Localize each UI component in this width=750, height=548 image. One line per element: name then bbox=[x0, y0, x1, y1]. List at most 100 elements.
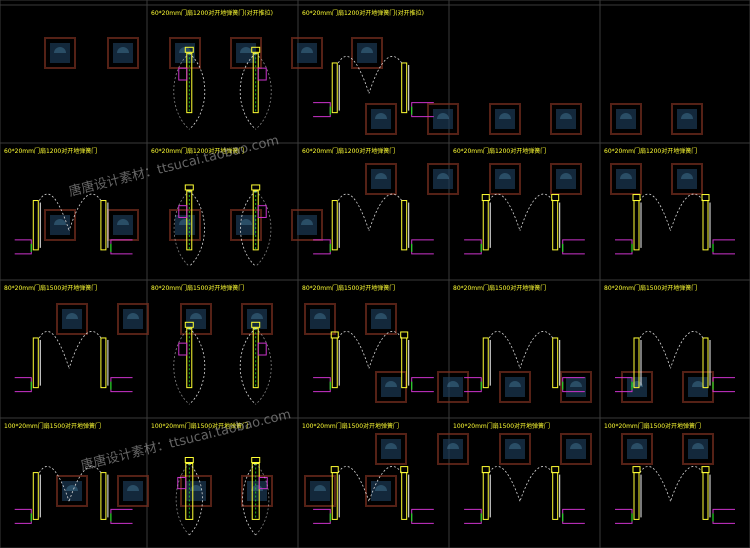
door-detail-panel bbox=[464, 193, 585, 255]
logo-stamp bbox=[291, 209, 323, 241]
stamp-mark bbox=[447, 443, 459, 449]
hardware-block bbox=[257, 342, 267, 356]
panel-caption: 80*20mm门扇1500对开地弹簧门 bbox=[302, 284, 395, 292]
top-fixture bbox=[251, 321, 261, 328]
stamp-mark bbox=[117, 47, 129, 53]
swing-arc bbox=[173, 52, 190, 130]
logo-stamp bbox=[365, 103, 397, 135]
swing-arc bbox=[368, 56, 403, 94]
door-leaf bbox=[401, 62, 408, 114]
door-drawings bbox=[14, 46, 735, 536]
top-fixture bbox=[701, 194, 710, 202]
top-fixture bbox=[251, 46, 261, 53]
logo-stamp bbox=[437, 433, 469, 465]
stamp-mark bbox=[570, 381, 582, 387]
swing-arc bbox=[639, 466, 671, 502]
hardware-block bbox=[258, 476, 268, 490]
door-leaf bbox=[100, 337, 107, 389]
stamp-mark bbox=[127, 313, 139, 319]
swing-arc bbox=[368, 466, 403, 502]
panel-caption: 60*20mm门扇1200对开地弹簧门 bbox=[151, 147, 244, 155]
logo-stamp bbox=[610, 103, 642, 135]
top-fixture bbox=[184, 457, 194, 463]
logo-stamp bbox=[550, 163, 582, 195]
logo-stamp bbox=[351, 37, 383, 69]
door-detail-panel bbox=[615, 466, 735, 524]
swing-arc bbox=[639, 193, 671, 231]
stamp-mark bbox=[437, 113, 449, 119]
swing-arc bbox=[255, 52, 272, 130]
stamp-mark bbox=[620, 173, 632, 179]
logo-stamp bbox=[365, 475, 397, 507]
stamp-border bbox=[437, 371, 469, 403]
stamp-mark bbox=[631, 443, 643, 449]
door-leaf bbox=[331, 200, 338, 251]
top-fixture bbox=[184, 321, 194, 328]
stamp-mark bbox=[692, 381, 704, 387]
stamp-mark bbox=[437, 173, 449, 179]
top-fixture bbox=[330, 466, 339, 474]
stamp-border bbox=[44, 37, 76, 69]
door-leaf bbox=[702, 337, 709, 389]
logo-stamp bbox=[560, 433, 592, 465]
stamp-border bbox=[550, 163, 582, 195]
stamp-mark bbox=[179, 219, 191, 225]
stamp-mark bbox=[692, 443, 704, 449]
stamp-mark bbox=[66, 313, 78, 319]
logo-stamp bbox=[180, 303, 212, 335]
stamp-mark bbox=[620, 113, 632, 119]
swing-arc bbox=[242, 463, 257, 536]
stamp-mark bbox=[681, 173, 693, 179]
swing-arc bbox=[670, 466, 704, 502]
top-fixture bbox=[251, 457, 261, 463]
stamp-border bbox=[107, 37, 139, 69]
swing-arc bbox=[255, 327, 272, 405]
stamp-mark bbox=[560, 173, 572, 179]
door-leaf bbox=[32, 472, 39, 520]
top-fixture bbox=[632, 194, 641, 202]
logo-stamp bbox=[427, 163, 459, 195]
hardware-block bbox=[178, 205, 188, 218]
logo-stamp bbox=[304, 303, 336, 335]
logo-stamp bbox=[621, 433, 653, 465]
stamp-mark bbox=[117, 219, 129, 225]
stamp-border bbox=[427, 103, 459, 135]
stamp-border bbox=[241, 303, 273, 335]
stamp-mark bbox=[251, 313, 263, 319]
hardware-block bbox=[178, 67, 188, 81]
swing-arc bbox=[189, 327, 206, 405]
swing-arc bbox=[337, 466, 370, 502]
stamp-mark bbox=[385, 443, 397, 449]
logo-stamp bbox=[365, 303, 397, 335]
stamp-border bbox=[117, 475, 149, 507]
logo-stamp bbox=[44, 209, 76, 241]
swing-arc bbox=[173, 190, 190, 267]
stamp-border bbox=[230, 37, 262, 69]
swing-arc bbox=[173, 327, 190, 405]
logo-stamp bbox=[169, 209, 201, 241]
door-detail-panel bbox=[464, 331, 585, 393]
stamp-mark bbox=[240, 219, 252, 225]
logo-stamp bbox=[671, 103, 703, 135]
stamp-mark bbox=[509, 443, 521, 449]
logo-stamp bbox=[107, 209, 139, 241]
door-leaf bbox=[331, 62, 338, 114]
logo-stamp bbox=[56, 475, 88, 507]
stamp-border bbox=[610, 103, 642, 135]
stamp-mark bbox=[301, 219, 313, 225]
logo-stamp bbox=[489, 163, 521, 195]
panel-caption: 100*20mm门扇1500对开地弹簧门 bbox=[4, 422, 101, 430]
stamp-border bbox=[682, 433, 714, 465]
door-leaf bbox=[100, 200, 107, 251]
stamp-border bbox=[610, 163, 642, 195]
logo-stamp bbox=[427, 103, 459, 135]
stamp-border bbox=[560, 371, 592, 403]
hardware-block bbox=[257, 67, 267, 81]
stamp-border bbox=[499, 371, 531, 403]
stamp-border bbox=[304, 303, 336, 335]
swing-arc bbox=[68, 193, 102, 231]
door-detail-panel bbox=[14, 193, 133, 255]
stamp-mark bbox=[509, 381, 521, 387]
logo-stamps bbox=[44, 37, 714, 507]
